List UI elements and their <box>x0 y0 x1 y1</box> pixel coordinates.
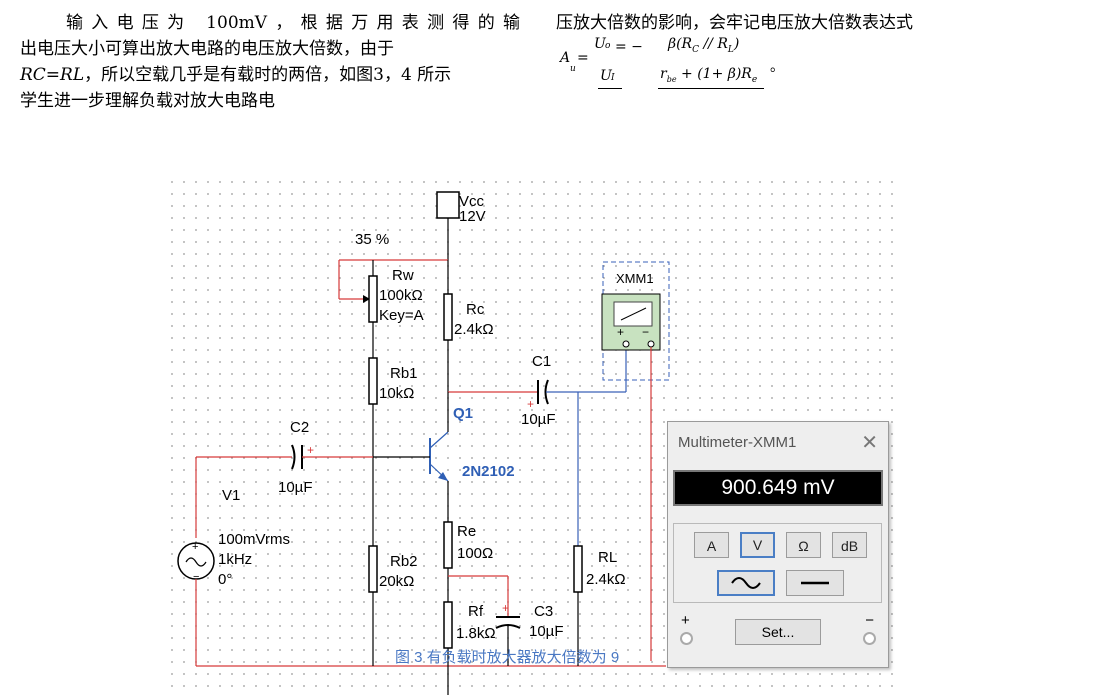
ohm-button[interactable]: Ω <box>786 532 821 558</box>
dc-mode-button[interactable] <box>786 570 844 596</box>
sine-wave-icon <box>731 577 761 589</box>
re-value: 100Ω <box>457 545 493 562</box>
rb1-resistor <box>368 357 378 405</box>
re-name: Re <box>457 523 476 540</box>
rb2-resistor <box>368 545 378 593</box>
c2-name: C2 <box>290 419 309 436</box>
v1-minus: − <box>193 571 199 583</box>
rc-value: 2.4kΩ <box>454 321 494 338</box>
multimeter-button-panel: A V Ω dB <box>673 523 882 603</box>
formula-o-sub: o <box>605 41 611 51</box>
vcc-value: 12V <box>459 208 486 225</box>
c3-plus: + <box>502 601 509 615</box>
num-c: C <box>692 44 699 55</box>
formula-fraction-bar-left <box>598 88 622 89</box>
vcc-source <box>436 191 460 219</box>
c2-value: 10µF <box>278 479 313 496</box>
rb1-value: 10kΩ <box>379 385 414 402</box>
c3-name: C3 <box>534 603 553 620</box>
text-line-3: RC=RL，所以空载几乎是有载时的两倍，如图3，4 所示 <box>20 62 525 88</box>
rc-resistor <box>443 293 453 341</box>
formula-numerator: β(RC // RL) <box>668 36 739 55</box>
rb2-value: 20kΩ <box>379 573 414 590</box>
text-line-2: 出电压大小可算出放大电路的电压放大倍数，由于 <box>20 39 394 59</box>
formula-period: 。 <box>770 59 784 75</box>
volt-button[interactable]: V <box>740 532 775 558</box>
multimeter-minus-label: − <box>865 612 874 629</box>
text-line-1: 输入电压为 100mV，根据万用表测得的输 <box>66 13 520 33</box>
text-line-right-1: 压放大倍数的影响，会牢记电压放大倍数表达式 <box>556 13 913 33</box>
num-a: β(R <box>668 36 693 52</box>
rf-value: 1.8kΩ <box>456 625 496 642</box>
c1-plus: + <box>527 397 534 411</box>
den-r: r <box>660 66 667 82</box>
num-end: ) <box>733 36 740 52</box>
ac-mode-button[interactable] <box>717 570 775 596</box>
formula-ui: U <box>600 68 612 84</box>
rw-name: Rw <box>392 267 414 284</box>
c3-value: 10µF <box>529 623 564 640</box>
multimeter-plus-label: + <box>681 612 690 629</box>
gain-formula: A u = U o = − U I β(RC // RL) rbe + (1+ … <box>556 36 796 94</box>
paragraph-left: 输入电压为 100mV，根据万用表测得的输 出电压大小可算出放大电路的电压放大倍… <box>20 10 525 114</box>
paragraph-right: 压放大倍数的影响，会牢记电压放大倍数表达式 <box>556 10 1076 36</box>
vcc-label: Vcc <box>459 193 485 210</box>
den-b: + (1+ β)R <box>676 66 752 82</box>
q1-model: 2N2102 <box>462 463 515 480</box>
rl-resistor <box>573 545 583 593</box>
text-line-3-rest: ，所以空载几乎是有载时的两倍，如图3，4 所示 <box>84 65 452 85</box>
rf-resistor <box>443 601 453 649</box>
re-resistor <box>443 521 453 569</box>
rf-name: Rf <box>468 603 484 620</box>
v1-name: V1 <box>222 487 240 504</box>
v1-amp: 100mVrms <box>218 531 290 548</box>
xmm-minus: − <box>642 325 649 339</box>
den-be: be <box>666 74 677 84</box>
formula-denominator: rbe + (1+ β)Re <box>660 66 757 85</box>
xmm1-name: XMM1 <box>616 271 654 286</box>
rl-name: RL <box>598 549 617 566</box>
rc-equals-rl: RC=RL <box>20 65 85 85</box>
c2-plus: + <box>307 443 314 457</box>
rw-key: Key=A <box>379 307 424 324</box>
ampere-button[interactable]: A <box>694 532 729 558</box>
text-line-4: 学生进一步理解负载对放大电路电 <box>20 91 275 111</box>
multimeter-display: 900.649 mV <box>673 470 883 506</box>
v1-phase: 0° <box>218 571 232 588</box>
rb1-name: Rb1 <box>390 365 418 382</box>
formula-minus: = − <box>615 39 643 55</box>
formula-i-sub: I <box>611 73 615 83</box>
num-mid: // R <box>699 36 728 52</box>
rw-value: 100kΩ <box>379 287 423 304</box>
formula-u-sub: u <box>570 64 576 74</box>
rc-name: Rc <box>466 301 485 318</box>
c1-name: C1 <box>532 353 551 370</box>
pot-setting: 35 % <box>355 231 389 248</box>
num-l: L <box>727 44 734 55</box>
minus-terminal[interactable] <box>863 632 876 645</box>
formula-fraction-bar-right <box>658 88 764 89</box>
formula-uo: U <box>594 36 606 52</box>
close-icon[interactable]: ✕ <box>861 432 878 454</box>
rw-resistor <box>368 275 378 323</box>
rl-value: 2.4kΩ <box>586 571 626 588</box>
dc-line-icon <box>801 581 829 585</box>
multimeter-title: Multimeter-XMM1 <box>678 434 797 451</box>
figure-caption: 图 3 有负载时放大器放大倍数为 9 <box>395 649 620 666</box>
formula-eq: = <box>577 50 589 66</box>
set-button[interactable]: Set... <box>735 619 821 645</box>
multimeter-window: Multimeter-XMM1 ✕ 900.649 mV A V Ω dB + … <box>667 421 889 668</box>
den-e: e <box>751 74 758 85</box>
v1-plus: + <box>192 541 198 553</box>
decibel-button[interactable]: dB <box>832 532 867 558</box>
rb2-name: Rb2 <box>390 553 418 570</box>
formula-a: A <box>560 50 571 66</box>
v1-freq: 1kHz <box>218 551 252 568</box>
q1-name: Q1 <box>453 405 473 422</box>
plus-terminal[interactable] <box>680 632 693 645</box>
xmm-plus: + <box>617 325 624 339</box>
c1-value: 10µF <box>521 411 556 428</box>
